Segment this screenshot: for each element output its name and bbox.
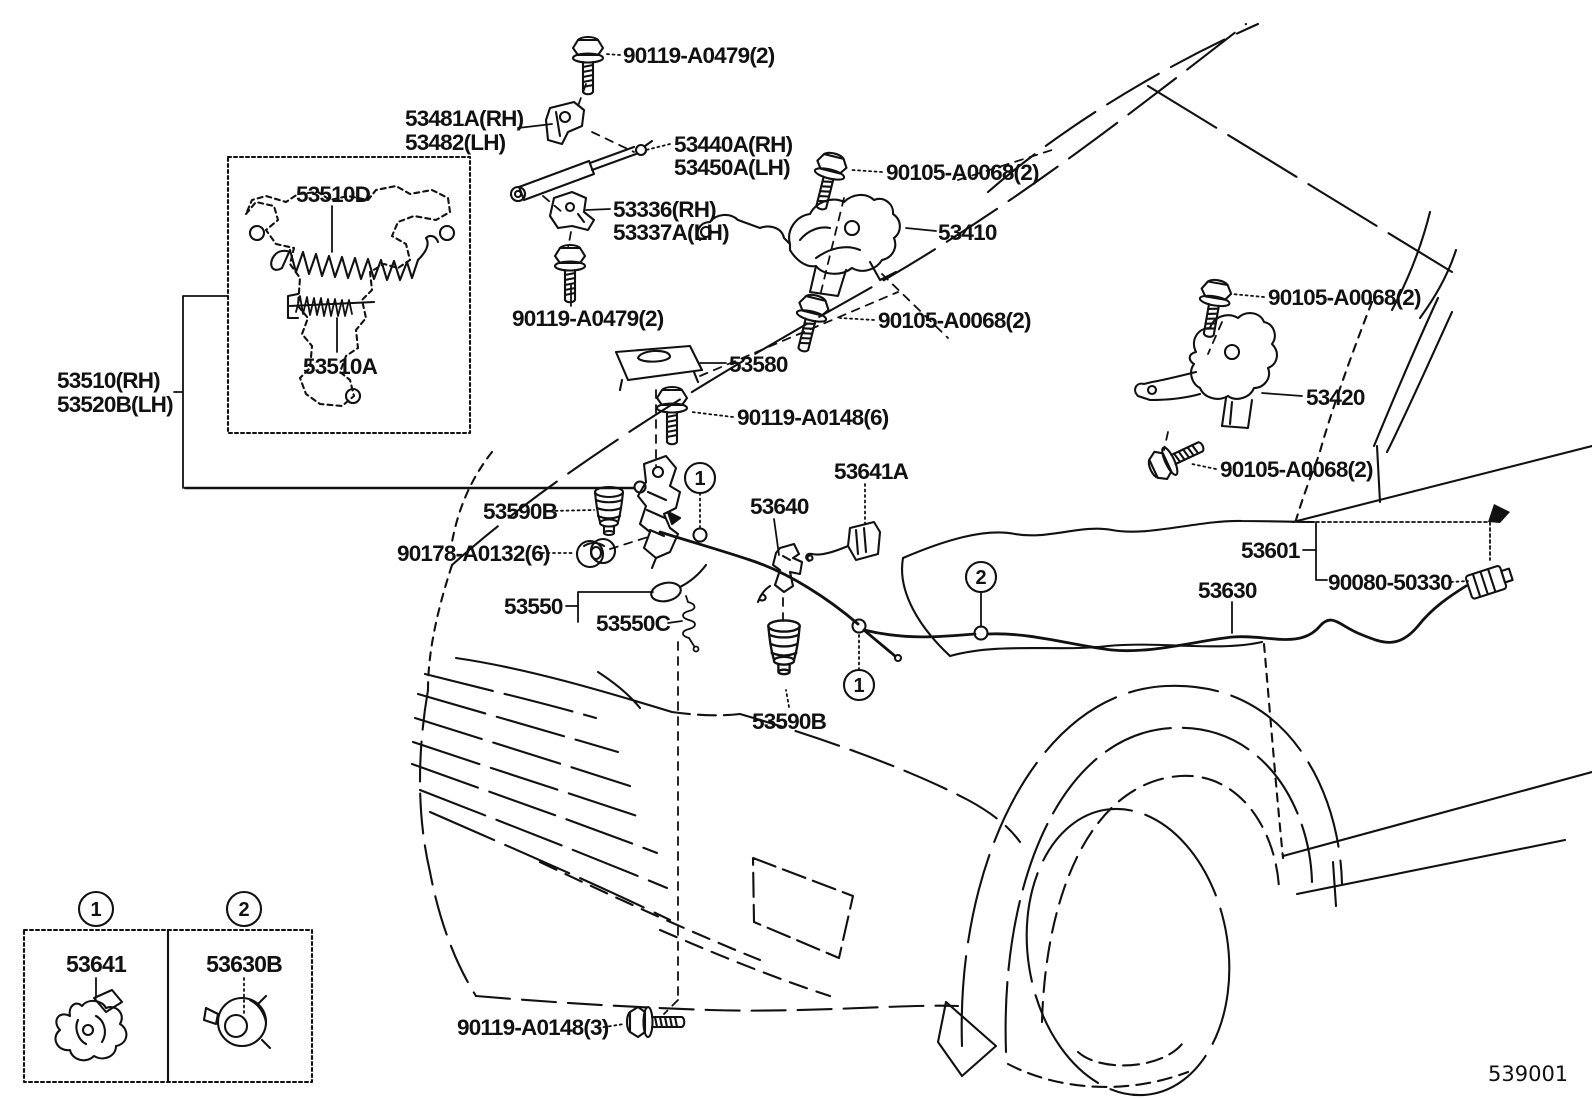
part-label-53510-rh[interactable]: 53510(RH) <box>57 368 161 393</box>
part-label-90105-a0068-hood-left[interactable]: 90105-A0068(2) <box>886 160 1040 185</box>
legend-callout-1-number: 1 <box>90 899 101 921</box>
legend-box: 1 2 53641 53630B <box>22 890 314 1084</box>
part-label-90119-a0479-top[interactable]: 90119-A0479(2) <box>623 43 776 68</box>
part-label-53481a-rh[interactable]: 53481A(RH) <box>405 106 524 131</box>
legend-part-label-53630b[interactable]: 53630B <box>206 951 283 977</box>
legend-part-label-53641[interactable]: 53641 <box>66 951 128 977</box>
hood-release-cable <box>183 480 1468 663</box>
callout-1-upper-number: 1 <box>694 468 705 490</box>
part-label-90119-a0148-3[interactable]: 90119-A0148(3) <box>457 1015 610 1040</box>
part-label-90105-a0068-cowl-bottom[interactable]: 90105-A0068(2) <box>1220 457 1374 482</box>
callout-1-lower-number: 1 <box>853 675 864 697</box>
part-label-53550c[interactable]: 53550C <box>596 611 671 636</box>
part-label-53601[interactable]: 53601 <box>1241 538 1301 563</box>
hood-hinge-53420 <box>1134 312 1278 430</box>
connector-90080-50330 <box>1464 565 1514 600</box>
grommet-53590b-lower <box>767 619 801 676</box>
part-label-53520b-lh[interactable]: 53520B(LH) <box>57 392 174 417</box>
part-label-90119-a0148-6[interactable]: 90119-A0148(6) <box>737 405 890 430</box>
leader-lines <box>173 53 1491 1029</box>
clip-53641-drawing <box>54 988 128 1062</box>
part-label-53410[interactable]: 53410 <box>938 220 998 245</box>
part-label-90080-50330[interactable]: 90080-50330 <box>1328 570 1453 595</box>
clip-53630b-drawing <box>202 994 272 1050</box>
lock-spring-53550c <box>682 595 700 653</box>
part-label-53590b-upper[interactable]: 53590B <box>483 499 558 524</box>
part-label-53510d[interactable]: 53510D <box>296 182 371 207</box>
part-label-90119-a0479-lower[interactable]: 90119-A0479(2) <box>512 306 665 331</box>
part-label-53580[interactable]: 53580 <box>729 352 789 377</box>
part-label-53640[interactable]: 53640 <box>750 494 810 519</box>
clip-53641a <box>805 520 882 563</box>
callout-1-lower[interactable]: 1 <box>842 618 876 702</box>
bolt-90119-a0479-lower <box>553 243 587 304</box>
hood-striker-53580 <box>614 344 704 392</box>
legend-callout-2-number: 2 <box>238 899 249 921</box>
car-body-outline <box>418 22 1592 1097</box>
grommet-90178-a0132 <box>575 537 617 569</box>
part-label-90105-a0068-hood-right[interactable]: 90105-A0068(2) <box>878 308 1032 333</box>
grommet-53590b-upper <box>593 485 625 537</box>
hood-hinge-53410 <box>696 193 901 298</box>
stay-bracket-53481a <box>544 100 586 146</box>
part-label-53630[interactable]: 53630 <box>1198 578 1258 603</box>
legend-callout-1[interactable]: 1 <box>77 890 115 928</box>
fog-lamp-outline <box>751 856 855 960</box>
part-label-53482-lh[interactable]: 53482(LH) <box>405 130 506 155</box>
part-label-90105-a0068-cowl-top[interactable]: 90105-A0068(2) <box>1268 285 1422 310</box>
bolt-90105-a0068-cowl-top <box>1192 276 1235 341</box>
part-label-90178-a0132[interactable]: 90178-A0132(6) <box>397 541 551 566</box>
part-label-53440a-rh[interactable]: 53440A(RH) <box>674 132 793 157</box>
part-label-53641a[interactable]: 53641A <box>834 459 909 484</box>
bolt-90119-a0479-top <box>571 35 605 96</box>
spring-detail-box <box>226 155 472 435</box>
part-label-53420[interactable]: 53420 <box>1306 385 1366 410</box>
callout-2[interactable]: 2 <box>964 560 998 641</box>
hood-stay-strut <box>509 139 654 203</box>
grille-slats <box>410 672 832 998</box>
part-label-53510a[interactable]: 53510A <box>303 354 378 379</box>
location-arrow-icon <box>1488 504 1510 523</box>
location-dash-lines <box>542 83 1223 1015</box>
part-label-53337a-lh[interactable]: 53337A(LH) <box>613 220 730 245</box>
bolt-90105-a0068-cowl-bottom <box>1143 431 1211 485</box>
bolt-90119-a0148-6 <box>655 385 689 446</box>
part-label-53550[interactable]: 53550 <box>504 594 564 619</box>
part-label-53450a-lh[interactable]: 53450A(LH) <box>674 155 791 180</box>
callout-1-upper[interactable]: 1 <box>683 461 717 543</box>
callout-2-number: 2 <box>975 567 986 589</box>
part-label-53590b-lower[interactable]: 53590B <box>752 709 827 734</box>
bolt-90119-a0148-3 <box>625 1005 686 1039</box>
spring-53510d <box>280 248 420 282</box>
figure-number: 539001 <box>1488 1062 1568 1086</box>
part-label-53336-rh[interactable]: 53336(RH) <box>613 197 717 222</box>
spring-53510a <box>295 295 353 317</box>
legend-callout-2[interactable]: 2 <box>225 890 263 928</box>
stay-bracket-53336 <box>548 190 596 232</box>
part-labels: 90119-A0479(2) 53481A(RH) 53482(LH) 5344… <box>57 43 1453 1040</box>
hood-lock-53550 <box>636 454 708 603</box>
